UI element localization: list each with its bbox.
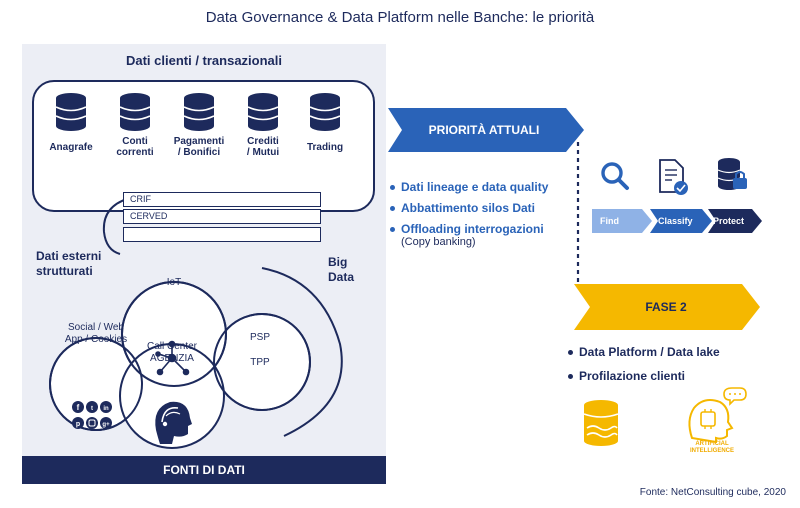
find-label: Find <box>600 216 619 226</box>
svg-text:p: p <box>76 421 80 428</box>
db-crediti: Crediti / Mutui <box>230 92 296 158</box>
protect-label: Protect <box>713 216 745 226</box>
db-label: Pagamenti / Bonifici <box>166 136 232 158</box>
svg-text:in: in <box>103 406 109 412</box>
big-data-text: Big Data <box>328 255 355 284</box>
db-anagrafe: Anagrafe <box>38 92 104 153</box>
database-lock-icon <box>717 158 747 190</box>
database-icon <box>247 93 279 131</box>
database-icon <box>119 93 151 131</box>
db-label-text: Conti correnti <box>116 136 154 158</box>
bracket-arc <box>102 197 131 255</box>
list-item: Data Platform / Data lake <box>568 345 788 359</box>
priority-subtext: (Copy banking) <box>401 236 476 248</box>
db-label: Conti correnti <box>102 136 168 158</box>
current-priorities-list: Dati lineage e data quality Abbattimento… <box>390 180 580 255</box>
svg-text:g+: g+ <box>102 422 110 428</box>
phase2-list: Data Platform / Data lake Profilazione c… <box>568 345 788 390</box>
priority-text: Abbattimento silos Dati <box>401 201 536 215</box>
big-data-label: Big Data <box>328 255 354 285</box>
step-protect <box>708 209 762 233</box>
magnifier-icon <box>601 162 629 190</box>
current-priorities-arrow <box>388 108 584 152</box>
ai-caption: ARTIFICIAL INTELLIGENCE <box>672 441 752 455</box>
db-label: Trading <box>306 142 344 153</box>
call-center-text: Call Center AGENZIA <box>146 341 198 364</box>
list-item: Profilazione clienti <box>568 369 788 383</box>
database-icon <box>183 93 215 131</box>
empty-bar <box>123 227 321 242</box>
step-classify <box>650 209 712 233</box>
phase2-label: FASE 2 <box>645 300 687 314</box>
social-icons: f t in p g+ <box>72 401 112 429</box>
panel-title: Dati clienti / transazionali <box>125 53 283 68</box>
data-sources-panel: Dati clienti / transazionali Anagrafe Co… <box>22 44 386 484</box>
data-lake-icon <box>583 400 619 446</box>
current-priorities-label: PRIORITÀ ATTUALI <box>428 123 540 137</box>
network-icon <box>155 340 190 376</box>
priority-text: Dati lineage e data quality <box>401 180 549 194</box>
cerved-bar: CERVED <box>123 209 321 224</box>
ai-head-icon <box>688 387 747 444</box>
ai-caption-text: ARTIFICIAL INTELLIGENCE <box>689 441 734 454</box>
database-icon <box>309 93 341 131</box>
database-icon <box>55 93 87 131</box>
source-note: Fonte: NetConsulting cube, 2020 <box>639 487 786 498</box>
venn-diagram: f t in p g+ <box>49 267 343 449</box>
social-label: Social / Web App / Cookies <box>54 322 138 346</box>
tpp-label: TPP <box>250 357 270 368</box>
crif-bar: CRIF <box>123 192 321 207</box>
db-pagamenti: Pagamenti / Bonifici <box>166 92 232 158</box>
svg-text:f: f <box>77 403 80 412</box>
external-data-text: Dati esterni strutturati <box>36 249 102 278</box>
classify-label: Classify <box>658 216 693 226</box>
svg-text:t: t <box>91 406 93 412</box>
external-data-label: Dati esterni strutturati <box>36 249 101 279</box>
iot-label: IoT <box>166 277 182 288</box>
list-item: Dati lineage e data quality <box>390 180 580 194</box>
headset-agent-icon <box>155 401 192 444</box>
phase2-text: Data Platform / Data lake <box>579 345 720 359</box>
step-find <box>592 209 652 233</box>
big-data-arc <box>261 267 343 437</box>
document-check-icon <box>659 159 688 195</box>
db-label-text: Crediti / Mutui <box>246 136 280 158</box>
page-title: Data Governance & Data Platform nelle Ba… <box>205 9 595 26</box>
data-sources-footer: FONTI DI DATI <box>22 456 386 484</box>
db-conti-correnti: Conti correnti <box>102 92 168 158</box>
list-item: Abbattimento silos Dati <box>390 201 580 215</box>
db-label-text: Pagamenti / Bonifici <box>173 136 225 158</box>
social-text: Social / Web App / Cookies <box>64 322 128 345</box>
db-label: Anagrafe <box>49 142 93 153</box>
phase2-arrow <box>574 284 760 330</box>
db-trading: Trading <box>292 92 358 153</box>
db-label: Crediti / Mutui <box>230 136 296 158</box>
psp-label: PSP <box>249 332 270 343</box>
priority-text: Offloading interrogazioni <box>401 222 544 236</box>
phase2-text: Profilazione clienti <box>579 369 686 383</box>
call-center-label: Call Center AGENZIA <box>128 341 216 365</box>
list-item: Offloading interrogazioni(Copy banking) <box>390 222 580 248</box>
